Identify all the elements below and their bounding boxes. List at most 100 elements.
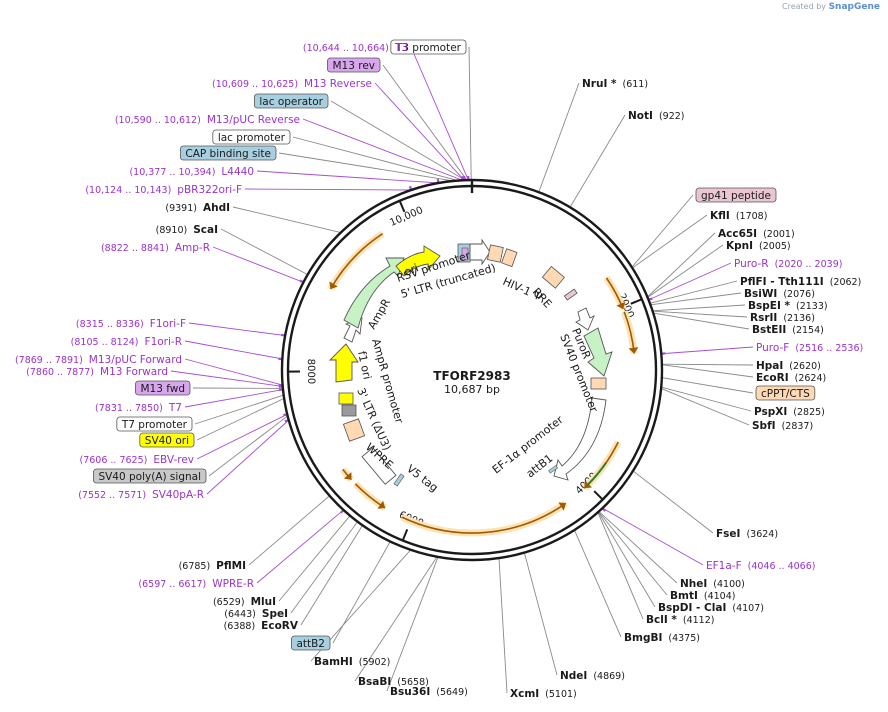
rre-block xyxy=(541,265,565,289)
leader-line xyxy=(354,556,438,682)
right-label-13: HpaI(2620) xyxy=(756,360,821,372)
right-label-17: SbfI(2837) xyxy=(752,420,813,432)
feature-box-label: T3 promoter xyxy=(395,42,462,54)
site-name: BstEII xyxy=(752,324,786,336)
leader-line xyxy=(569,114,626,208)
site-coordinate: (2154) xyxy=(792,325,824,336)
leader-line xyxy=(661,363,754,366)
primer-name: SV40pA-R xyxy=(152,489,204,501)
leader-line xyxy=(170,370,283,387)
site-name: PspXI xyxy=(754,406,787,418)
site-name: BsaBI xyxy=(358,676,391,688)
right-label-24: BmgBI(4375) xyxy=(624,632,700,644)
right-label-29: BamHI(5902) xyxy=(314,656,390,668)
left-label-1: T3(10,644 .. 10,664) xyxy=(303,42,408,54)
site-name: PflMI xyxy=(216,560,246,572)
label-attb1: attB1 xyxy=(524,452,556,481)
leader-line xyxy=(597,512,644,620)
site-name: FseI xyxy=(716,528,740,540)
leader-line xyxy=(652,304,746,312)
leader-line xyxy=(212,246,304,283)
feature-box-label: SV40 ori xyxy=(145,435,189,447)
leader-line xyxy=(194,394,284,425)
left-label-10: AhdI(9391) xyxy=(165,202,230,214)
site-coordinate: (8910) xyxy=(156,225,188,236)
site-coordinate: (7869 .. 7891) xyxy=(15,355,83,366)
site-coordinate: (2837) xyxy=(782,421,814,432)
site-name: MluI xyxy=(251,596,276,608)
ltr3-block xyxy=(342,418,366,442)
leader-line xyxy=(300,525,363,626)
site-name: HpaI xyxy=(756,360,783,372)
site-coordinate: (2133) xyxy=(796,301,828,312)
feature-box-label: CAP binding site xyxy=(185,148,271,160)
leader-line xyxy=(498,558,508,694)
site-name: BmgBI xyxy=(624,632,662,644)
site-name: NheI xyxy=(680,578,707,590)
site-name: NruI * xyxy=(582,78,617,90)
leader-line xyxy=(647,232,716,298)
right-label-16: PspXI(2825) xyxy=(754,406,825,418)
left-label-9: pBR322ori-F(10,124 .. 10,143) xyxy=(85,184,242,196)
left-label-18: T7(7831 .. 7850) xyxy=(95,402,182,414)
right-label-28: BsaBI(5658) xyxy=(358,676,429,688)
site-name: BspDI - ClaI xyxy=(658,602,726,614)
right-label-27: Bsu36I(5649) xyxy=(390,686,468,698)
leader-line xyxy=(248,495,330,566)
orf-arrowhead-5 xyxy=(343,472,352,480)
site-coordinate: (6529) xyxy=(213,597,245,608)
right-label-25: NdeI(4869) xyxy=(560,670,625,682)
feature-box-label: gp41 peptide xyxy=(701,190,771,202)
left-label-20: SV40 ori xyxy=(139,432,195,448)
v5-tag-block xyxy=(393,473,405,487)
site-name: Bsu36I xyxy=(390,686,430,698)
primer-name: L4440 xyxy=(221,166,254,178)
leader-line xyxy=(538,82,580,193)
leader-line xyxy=(386,556,439,692)
plasmid-name: TFORF2983 xyxy=(433,369,510,383)
left-label-15: M13/pUC Forward(7869 .. 7891) xyxy=(15,354,182,366)
site-coordinate: (2624) xyxy=(795,373,827,384)
site-name: NdeI xyxy=(560,670,587,682)
leader-line xyxy=(661,386,752,412)
site-coordinate: (4104) xyxy=(704,591,736,602)
left-label-3: M13 Reverse(10,609 .. 10,625) xyxy=(212,78,372,90)
right-label-8: BsiWI(2076) xyxy=(744,288,815,300)
orf-arrowhead-1 xyxy=(628,347,639,354)
feature-box xyxy=(93,468,207,484)
site-coordinate: (7606 .. 7625) xyxy=(80,455,148,466)
leader-line xyxy=(661,346,754,355)
site-coordinate: (7860 .. 7877) xyxy=(26,367,94,378)
right-label-9: BspEI *(2133) xyxy=(748,300,828,312)
feature-box xyxy=(390,39,467,55)
site-coordinate: (10,644 .. 10,664) xyxy=(303,43,389,54)
left-label-28: EcoRV(6388) xyxy=(224,620,299,632)
site-coordinate: (4100) xyxy=(713,579,745,590)
f1-ori-arrow xyxy=(328,343,359,383)
site-coordinate: (922) xyxy=(659,111,685,122)
site-coordinate: (2136) xyxy=(783,313,815,324)
leader-line xyxy=(649,280,738,304)
site-coordinate: (7831 .. 7850) xyxy=(95,403,163,414)
right-label-1: NotI(922) xyxy=(628,110,684,122)
feature-box-label: M13 rev xyxy=(332,60,375,72)
leader-line xyxy=(598,511,678,584)
attb1-block xyxy=(548,465,559,474)
left-label-23: SV40pA-R(7552 .. 7571) xyxy=(78,489,204,501)
site-coordinate: (4112) xyxy=(683,615,715,626)
primer-name: WPRE-R xyxy=(212,578,254,590)
orf-arrowhead-3 xyxy=(558,502,566,511)
site-name: EcoRV xyxy=(261,620,299,632)
right-label-0: NruI *(611) xyxy=(582,78,648,90)
primer-name: EBV-rev xyxy=(153,454,194,466)
site-coordinate: (4046 .. 4066) xyxy=(748,561,816,572)
feature-labels: NruI *(611)NotI(922)gp41 peptideKflI(170… xyxy=(15,39,863,700)
left-label-5: M13/pUC Reverse(10,590 .. 10,612) xyxy=(115,114,300,126)
right-label-11: BstEII (2154) xyxy=(752,324,824,336)
leader-line xyxy=(332,541,391,644)
right-label-18: FseI(3624) xyxy=(716,528,778,540)
leader-line xyxy=(196,398,285,441)
plasmid-size: 10,687 bp xyxy=(444,383,500,396)
tick-label-8000: 8000 xyxy=(305,359,316,385)
inner-feature-glyphs xyxy=(328,238,613,487)
